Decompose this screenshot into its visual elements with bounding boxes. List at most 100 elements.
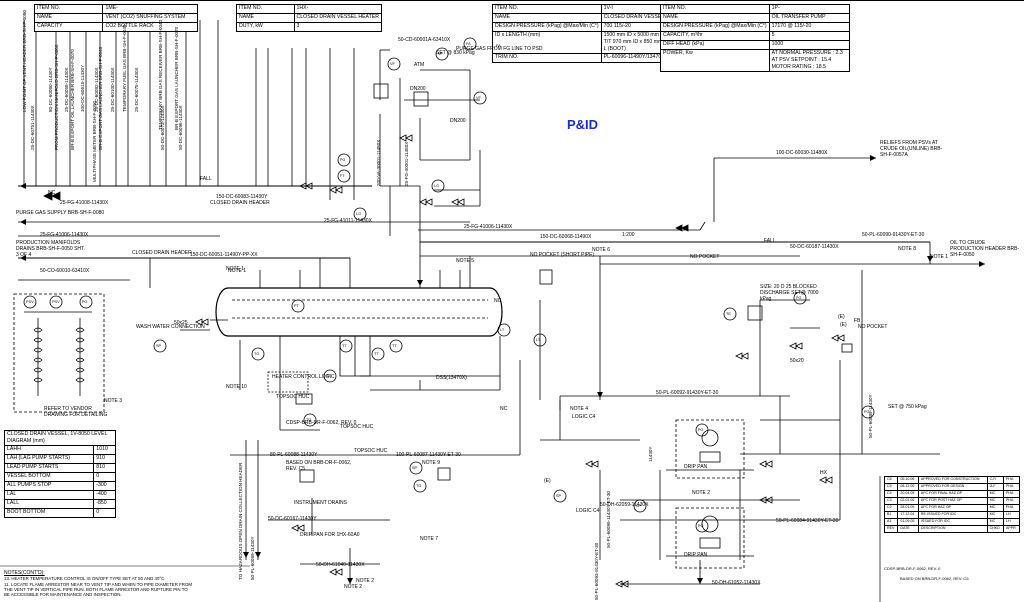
table-row: ITEM NO.1P- [660, 4, 851, 14]
revision-cell: 17.12.04 [897, 511, 919, 519]
revision-cell: MC [986, 518, 1004, 526]
vertical-line-label: 25-DC-60751-11430X [30, 105, 35, 150]
pipe-label: DRIP PAN [684, 552, 708, 558]
oil-transfer-pumps [666, 419, 754, 569]
level-name: ALL PUMPS STOP [3, 481, 95, 491]
revision-cell: 28.01.05 [897, 504, 919, 512]
level-row: ALL PUMPS STOP-300 [3, 481, 116, 491]
vertical-line-label: 50-DC-60096-11430X [178, 105, 183, 150]
table-key: ITEM NO. [492, 4, 602, 14]
vertical-line-label: 25-DC-60100-11430X [110, 67, 115, 112]
revision-cell: C5 [883, 483, 899, 491]
level-value: 1010 [93, 445, 116, 455]
pipe-label: NO POCKET [858, 324, 888, 330]
pipe-label: NOTE 10 [226, 384, 247, 390]
pipe-label: DRIP PAN [684, 464, 708, 470]
level-value: 810 [93, 463, 116, 473]
heater-control-logic-box [267, 371, 309, 393]
pipe-label: (E) [544, 478, 551, 484]
table-key: DIFF HEAD (kPa) [660, 40, 770, 50]
table-key: NAME [660, 13, 770, 23]
instrument-tag: TE [726, 312, 731, 316]
pipe-label: 25-FG-41006-11430X [464, 224, 513, 230]
pipe-label: SET @ 830 kPag [436, 50, 475, 56]
level-name: VESSEL BOTTOM [3, 472, 95, 482]
pipe-label: NOTE 3 [104, 398, 123, 404]
pipe-label: 1:200 [622, 232, 635, 238]
pipe-label: 50-DH-61040-11430X [316, 562, 365, 568]
pipe-label: 50x25 [174, 320, 188, 326]
drawing-number: CDSP-BRB-DR-F-0062, REV. 0 [884, 566, 941, 571]
closed-drain-vessel [215, 287, 503, 377]
vertical-line-label: FROM PRODUCTION MANIFOLD BRB-SH-F-0060 [54, 44, 59, 150]
revision-cell: CJY [986, 476, 1004, 484]
level-row: LALL-850 [3, 499, 116, 509]
instrument-tag: TT [392, 344, 397, 348]
revision-cell: MC [986, 511, 1004, 519]
instrument-tag: TG [254, 352, 260, 356]
pipe-label: NC [48, 190, 56, 196]
level-row: LAL-400 [3, 490, 116, 500]
level-name: LAL [3, 490, 95, 500]
pipe-label: 50-DH-62059-11430X [600, 502, 649, 508]
pipe-label: 80-PL-60088-11430Y [270, 452, 318, 458]
pipe-label: ATM [414, 62, 425, 68]
pipe-label: 100-DC-60030-11480X [776, 150, 828, 156]
level-diagram-header: CLOSED DRAIN VESSEL, 1V-8050 LEVEL DIAGR… [4, 430, 116, 446]
revision-cell: APPROVED FOR DESIGN [917, 483, 988, 491]
instrument-bubbles [23, 37, 875, 533]
table-value: 3 [293, 22, 383, 32]
instrument-tag: FA [466, 42, 471, 46]
pipe-label: CDSP-BRB-DR-F-0062, REV. 0 [286, 420, 357, 426]
pipe-label: 100-PL-60087-11430Y-ET-30 [396, 452, 461, 458]
vertical-line-label: 50-PL-60089-11430Y [250, 536, 255, 580]
pipe-label: NOTE 6 [592, 247, 611, 253]
level-value: -850 [93, 499, 116, 509]
revision-cell: 20.04.05 [897, 490, 919, 498]
pipe-label: REFER TO VENDOR DRAWING FOR DETAILING [44, 406, 108, 418]
pipe-label: 50-CD-60001A-63410X [398, 37, 451, 43]
revision-cell: 02.02.05 [897, 497, 919, 505]
pipe-label: PRODUCTION MANIFOLDS DRAINS BRB-SH-F-005… [16, 240, 85, 258]
pipe-label: NC [494, 298, 502, 304]
instrument-tag: SP [636, 504, 642, 508]
pipe-label: PURGE GAS SUPPLY BRB-SH-F-0080 [16, 210, 105, 216]
revision-cell: JLF [986, 483, 1004, 491]
pipe-label: 150-DC-60068-11490X [540, 234, 592, 240]
instrument-tag: PT [294, 304, 299, 308]
pipe-label: 25-FG-41008-11430X [60, 200, 109, 206]
table-key: ITEM NO. [33, 4, 104, 14]
level-value: -400 [93, 490, 116, 500]
instrument-tag: LG [356, 212, 362, 216]
instrument-tag: VF [476, 96, 481, 100]
table-key: NAME [492, 13, 602, 23]
pipe-label: LOGIC C4 [572, 414, 596, 420]
table-key: DESIGN PRESSURE (kPag) @Max/Min (C°) [492, 22, 602, 32]
revision-cell: APPROVED FOR CONSTRUCTION [917, 476, 988, 484]
revision-cell: REV [883, 525, 899, 533]
table-value: 1P- [768, 4, 851, 14]
revision-cell: LH [1002, 511, 1021, 519]
vendor-heater-detail [13, 293, 105, 413]
revision-cell: AFC FOR FINAL HAZ OP [917, 490, 988, 498]
level-name: BOOT BOTTOM [3, 508, 95, 518]
pipe-label: TOPSOC HUC [354, 448, 388, 454]
pipe-label: 50-DH-61052-11430X [712, 580, 761, 586]
table-value: AT NORMAL PRESSURE : 2.3 AT PSV SETPOINT… [768, 49, 851, 72]
pipe-label: DSS(13470X) [436, 375, 467, 381]
table-value: 1ME- [102, 4, 198, 14]
instrument-tag: LG [434, 184, 440, 188]
instrument-tag: PG [698, 428, 704, 432]
psv-relief-valves [299, 83, 853, 483]
